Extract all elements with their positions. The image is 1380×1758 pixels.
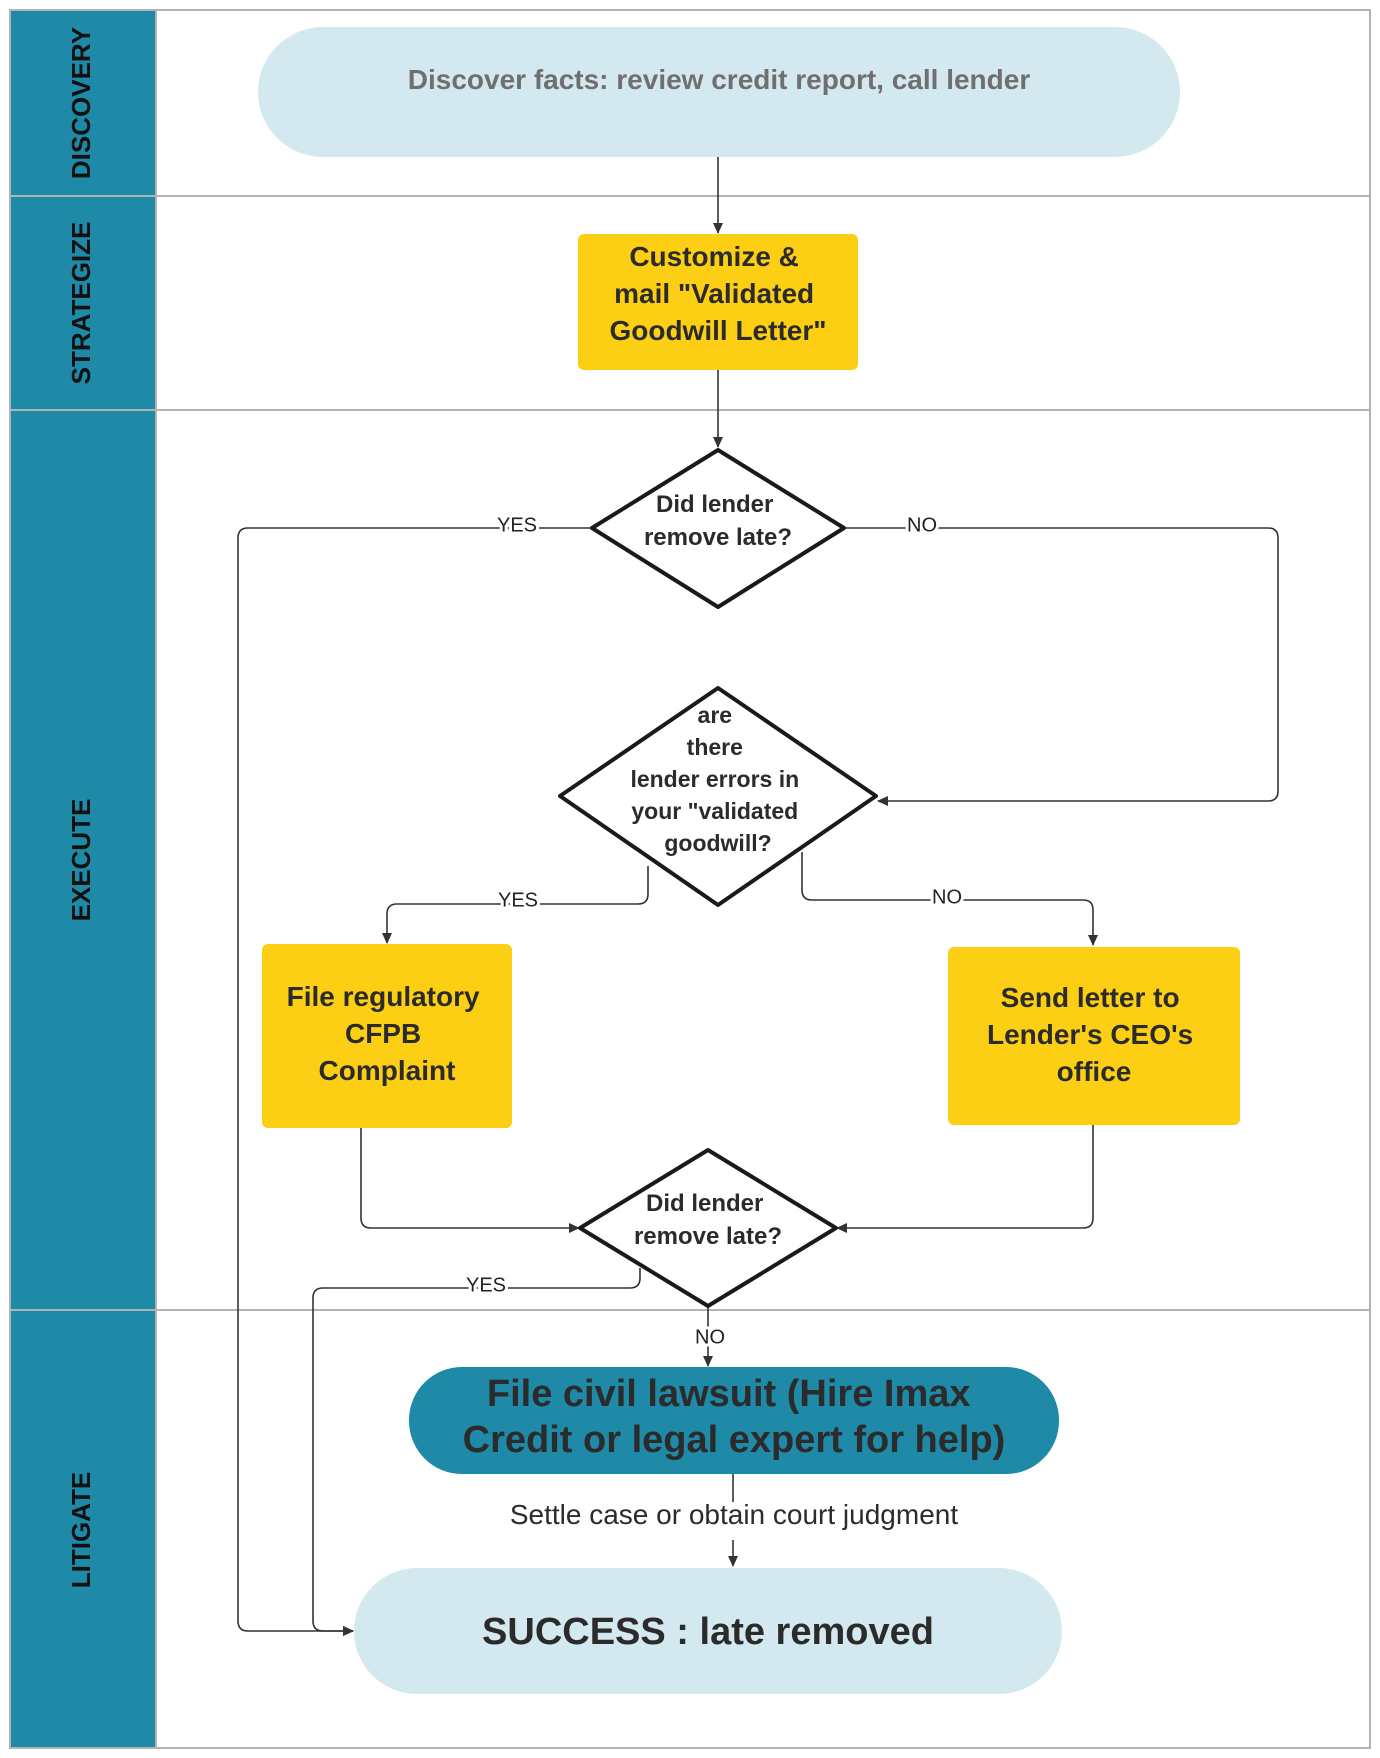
cfpb-text: File regulatory CFPB Complaint bbox=[287, 981, 488, 1086]
discover-node bbox=[258, 27, 1180, 157]
ceo-letter-node bbox=[948, 947, 1240, 1125]
decision-3-node bbox=[578, 1148, 838, 1308]
decision-2-text: are there lender errors in your "validat… bbox=[630, 702, 805, 856]
connector-decision-3-yes bbox=[312, 1268, 641, 1636]
decision-2-node bbox=[558, 686, 878, 907]
connector-decision-1-no bbox=[844, 527, 1279, 806]
cfpb-node bbox=[262, 944, 512, 1128]
customize-text: Customize & mail "Validated Goodwill Let… bbox=[609, 241, 826, 346]
settle-note-text: Settle case or obtain court judgment bbox=[510, 1499, 958, 1530]
lane-label-strategize: STRATEGIZE bbox=[66, 222, 96, 385]
decision-3-text: Did lender remove late? bbox=[634, 1190, 782, 1250]
label-d2-no: NO bbox=[932, 886, 962, 908]
lane-label-litigate: LITIGATE bbox=[66, 1472, 96, 1589]
lawsuit-node bbox=[409, 1367, 1059, 1474]
label-d1-no: NO bbox=[907, 514, 937, 536]
connector-decision-2-no bbox=[801, 852, 1098, 946]
discover-text: Discover facts: review credit report, ca… bbox=[408, 64, 1031, 95]
connector-decision-1-yes bbox=[237, 527, 592, 1636]
label-d1-yes: YES bbox=[497, 514, 537, 536]
label-d2-yes: YES bbox=[498, 889, 538, 911]
lawsuit-text: File civil lawsuit (Hire Imax Credit or … bbox=[463, 1373, 1006, 1461]
connector-cfpb-to-decision-3 bbox=[360, 1128, 580, 1233]
label-d3-yes: YES bbox=[466, 1274, 506, 1296]
lane-label-discovery: DISCOVERY bbox=[66, 27, 96, 179]
ceo-letter-text: Send letter to Lender's CEO's office bbox=[987, 982, 1201, 1087]
customize-node bbox=[578, 234, 858, 370]
lane-label-execute: EXECUTE bbox=[66, 799, 96, 922]
label-d3-no: NO bbox=[695, 1326, 725, 1348]
connector-ceo-to-decision-3 bbox=[836, 1125, 1094, 1233]
success-node bbox=[354, 1568, 1062, 1694]
decision-1-text: Did lender remove late? bbox=[644, 491, 792, 551]
connector-decision-2-yes bbox=[382, 866, 649, 944]
decision-1-node bbox=[590, 448, 846, 609]
success-text: SUCCESS : late removed bbox=[482, 1611, 934, 1653]
